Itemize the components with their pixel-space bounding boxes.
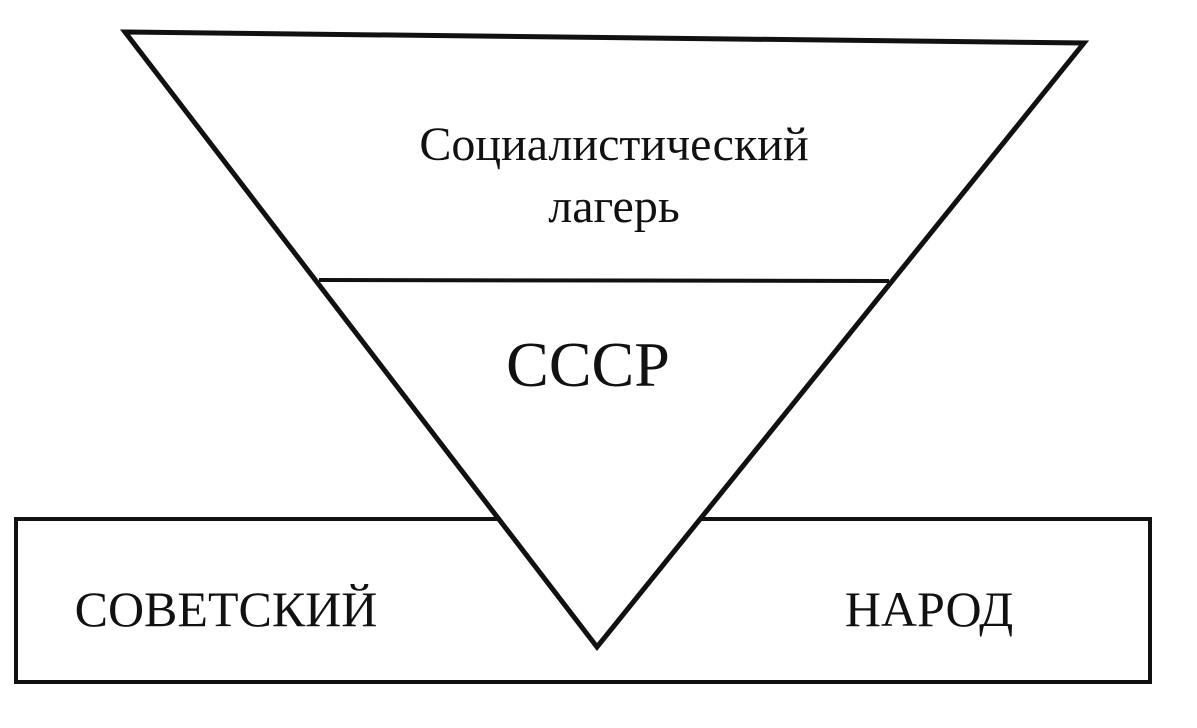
inverted-triangle [119, 29, 1090, 652]
ussr-label: СССР [506, 329, 670, 400]
socialist-camp-label-line2: лагерь [548, 180, 680, 233]
people-label: НАРОД [845, 581, 1013, 637]
socialist-camp-label-line1: Социалистический [419, 118, 808, 171]
triangle-divider [318, 278, 890, 283]
soviet-label: СОВЕТСКИЙ [75, 581, 378, 637]
